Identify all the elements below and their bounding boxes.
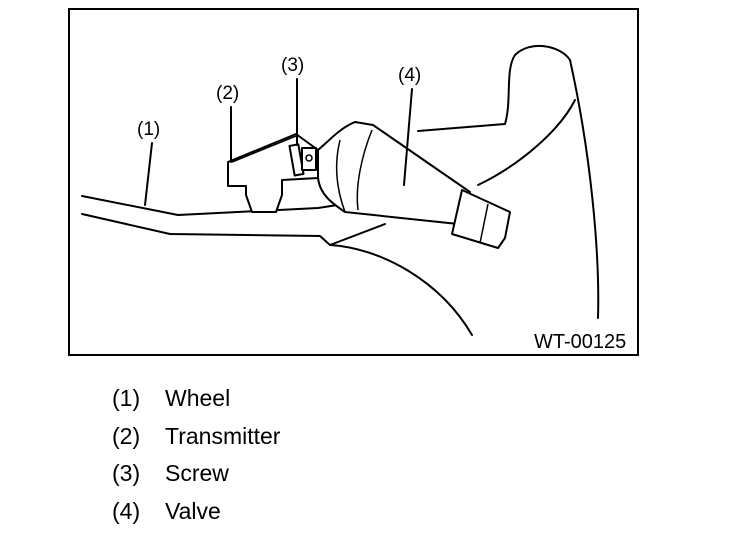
legend-label: Transmitter — [165, 422, 281, 449]
legend-number: (4) — [112, 497, 141, 524]
leader-line-4 — [403, 88, 413, 186]
callout-1: (1) — [137, 119, 160, 140]
valve — [317, 121, 511, 249]
callout-4: (4) — [398, 65, 421, 86]
legend-item-valve: (4) Valve — [112, 493, 280, 531]
legend-number: (3) — [112, 460, 141, 487]
legend-item-transmitter: (2) Transmitter — [112, 418, 280, 456]
callout-3: (3) — [281, 55, 304, 76]
legend-label: Screw — [165, 460, 229, 487]
legend-number: (2) — [112, 422, 141, 449]
figure-code: WT-00125 — [534, 331, 626, 353]
legend-number: (1) — [112, 385, 141, 412]
legend-label: Wheel — [165, 385, 231, 412]
parts-legend: (1) Wheel (2) Transmitter (3) Screw (4) … — [112, 380, 280, 530]
screw — [288, 143, 317, 177]
callout-2: (2) — [216, 83, 239, 104]
leader-line-1 — [144, 142, 153, 206]
legend-item-screw: (3) Screw — [112, 455, 280, 493]
legend-label: Valve — [165, 497, 221, 524]
legend-item-wheel: (1) Wheel — [112, 380, 280, 418]
